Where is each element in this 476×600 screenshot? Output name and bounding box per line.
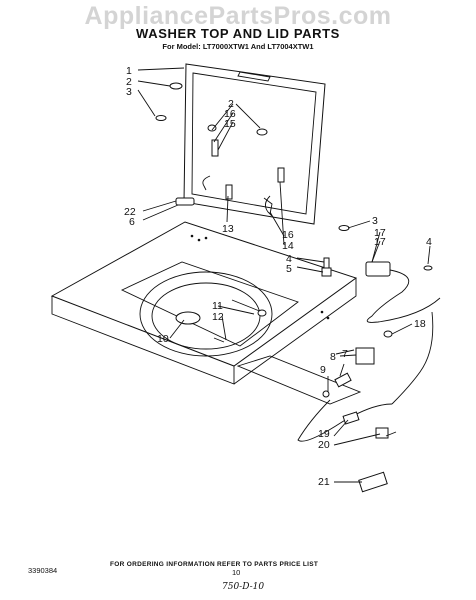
- lid-assembly: [183, 63, 326, 225]
- callout-3: 3: [126, 86, 132, 98]
- callout-17: 17: [374, 227, 386, 239]
- callout-1: 1: [126, 65, 132, 77]
- callout-6: 6: [129, 216, 135, 228]
- callout-19: 19: [318, 428, 330, 440]
- callout-7: 7: [342, 348, 348, 360]
- misc-parts: [175, 197, 441, 493]
- callout-14: 14: [282, 240, 294, 252]
- diagram-title: WASHER TOP AND LID PARTS: [136, 26, 340, 41]
- callout-21: 21: [318, 476, 330, 488]
- callout-2: 2: [126, 76, 132, 88]
- callout-12: 12: [212, 311, 224, 323]
- callout-15: 15: [224, 118, 236, 130]
- callout-11: 11: [212, 300, 223, 312]
- diagram-subtitle: For Model: LT7000XTW1 And LT7004XTW1: [162, 42, 314, 51]
- callout-4: 4: [426, 236, 432, 248]
- callout-17: 17: [374, 236, 386, 248]
- document-number: 3390384: [28, 566, 58, 575]
- callouts: 1 2 3 2 16 15 22 6 13 3 17 17 16 14 4 5 …: [124, 65, 432, 488]
- page-number: 10: [232, 568, 241, 577]
- callout-16: 16: [224, 108, 236, 120]
- callout-5: 5: [286, 263, 292, 275]
- handwritten-note: 750-D-10: [222, 582, 265, 592]
- callout-13: 13: [222, 223, 234, 235]
- callout-8: 8: [330, 351, 336, 363]
- callout-22: 22: [124, 206, 136, 218]
- hinge-parts: [155, 82, 285, 215]
- footer-note: FOR ORDERING INFORMATION REFER TO PARTS …: [110, 561, 319, 568]
- console-panel: [236, 355, 362, 405]
- callout-2: 2: [228, 98, 234, 110]
- leader-lines: [137, 67, 431, 483]
- watermark: AppliancePartsPros.com: [84, 2, 392, 30]
- callout-4: 4: [286, 253, 292, 265]
- callout-16: 16: [282, 229, 294, 241]
- callout-20: 20: [318, 439, 330, 451]
- callout-9: 9: [320, 364, 326, 376]
- callout-18: 18: [414, 318, 426, 330]
- callout-10: 10: [157, 333, 169, 345]
- callout-3: 3: [372, 215, 378, 227]
- washer-top: [50, 221, 358, 385]
